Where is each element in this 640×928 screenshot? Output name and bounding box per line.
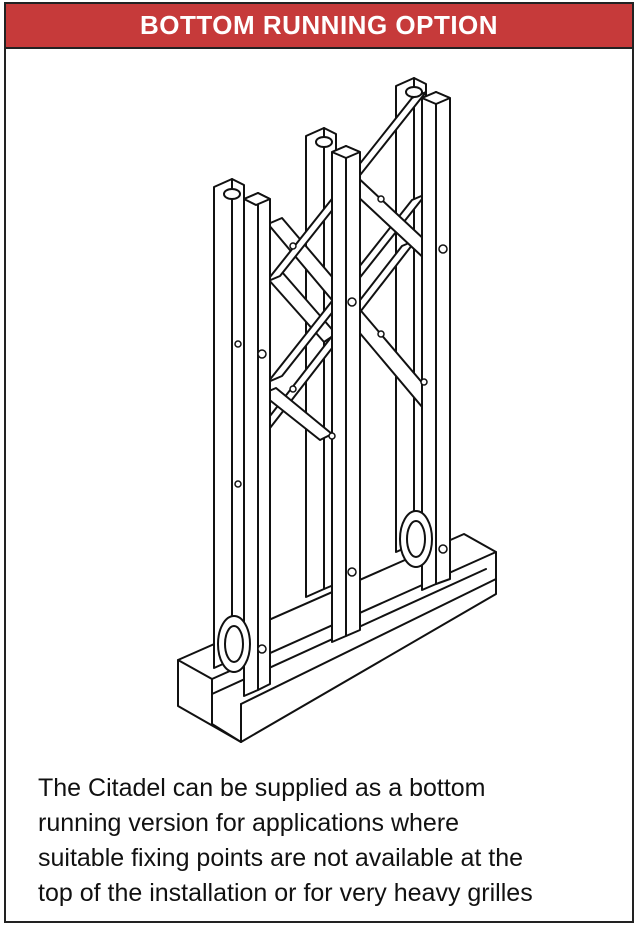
title-banner: BOTTOM RUNNING OPTION [6, 4, 632, 49]
caption-line: running version for applications where [38, 809, 460, 837]
caption-line: suitable fixing points are not available… [38, 844, 524, 872]
wheels [217, 510, 433, 673]
info-card: BOTTOM RUNNING OPTION [4, 2, 634, 923]
caption-line: top of the installation or for very heav… [38, 879, 533, 907]
bottom-running-grille-illustration [177, 77, 497, 743]
caption-line: The Citadel can be supplied as a bottom [38, 774, 486, 802]
description-text: The Citadel can be supplied as a bottom … [38, 771, 618, 911]
page-title: BOTTOM RUNNING OPTION [139, 10, 499, 40]
top-rollers [223, 86, 423, 200]
rivets [234, 195, 448, 654]
front-posts [213, 91, 451, 697]
